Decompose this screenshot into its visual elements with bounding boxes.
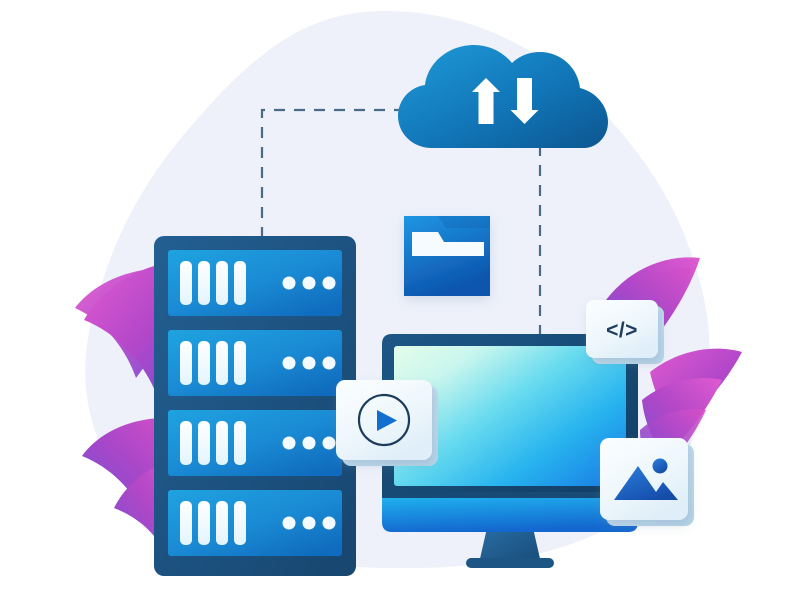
monitor-bezel-line: [382, 489, 638, 498]
folder-node[interactable]: [404, 216, 490, 296]
code-icon: </>: [606, 319, 638, 342]
cloud-node[interactable]: [398, 45, 608, 148]
monitor-base: [466, 558, 554, 568]
rack-bay[interactable]: [168, 490, 342, 556]
play-icon[interactable]: [357, 393, 411, 447]
video-card[interactable]: [336, 380, 438, 466]
monitor-chin: [382, 496, 638, 532]
rack-bay[interactable]: [168, 250, 342, 316]
picture-icon: [614, 458, 678, 500]
download-arrow-icon: [510, 78, 539, 124]
rack-bay[interactable]: [168, 330, 342, 396]
image-card[interactable]: [600, 438, 694, 526]
server-rack-node[interactable]: [154, 236, 356, 576]
rack-bay[interactable]: [168, 410, 342, 476]
monitor-screen: [394, 346, 626, 486]
cloud-shape: [398, 45, 608, 148]
code-card[interactable]: </>: [586, 300, 664, 364]
monitor-stand: [479, 528, 541, 563]
monitor-node[interactable]: [382, 334, 638, 568]
upload-arrow-icon: [472, 78, 500, 124]
